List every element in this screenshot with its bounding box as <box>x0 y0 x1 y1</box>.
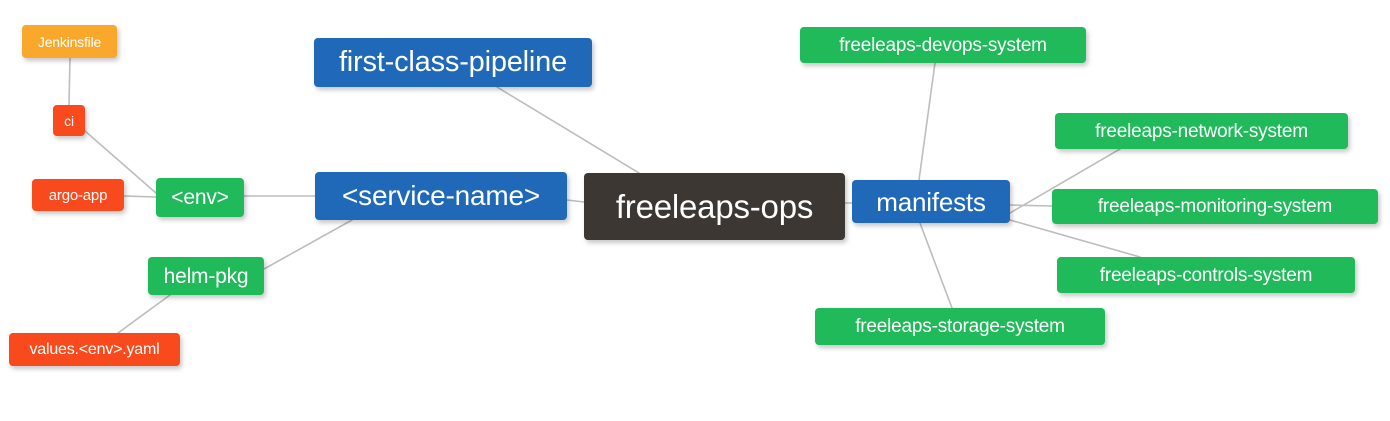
node-freeleaps-controls-system[interactable]: freeleaps-controls-system <box>1057 257 1355 293</box>
node-jenkinsfile[interactable]: Jenkinsfile <box>22 25 117 58</box>
node-first-class-pipeline[interactable]: first-class-pipeline <box>314 38 592 87</box>
node-helm-pkg[interactable]: helm-pkg <box>148 257 264 295</box>
edge-jenkinsfile-to-ci <box>68 57 71 106</box>
edge-manifests-to-freeleaps-monitoring-system <box>1009 204 1053 207</box>
node-freeleaps-network-system[interactable]: freeleaps-network-system <box>1055 113 1348 149</box>
node-manifests[interactable]: manifests <box>852 180 1010 223</box>
edge-manifests-to-freeleaps-storage-system <box>919 222 953 309</box>
node-service-name[interactable]: <service-name> <box>315 172 567 220</box>
node-argo-app[interactable]: argo-app <box>32 179 124 211</box>
node-freeleaps-monitoring-system[interactable]: freeleaps-monitoring-system <box>1052 189 1378 224</box>
edge-helm-pkg-to-service-name <box>263 219 353 270</box>
edge-first-class-pipeline-to-freeleaps-ops <box>496 86 640 174</box>
edge-argo-app-to-env <box>123 195 157 198</box>
node-freeleaps-ops[interactable]: freeleaps-ops <box>584 173 845 240</box>
edge-manifests-to-freeleaps-devops-system <box>918 62 936 181</box>
edge-manifests-to-freeleaps-controls-system <box>1009 219 1141 258</box>
node-freeleaps-devops-system[interactable]: freeleaps-devops-system <box>800 27 1086 63</box>
node-freeleaps-storage-system[interactable]: freeleaps-storage-system <box>815 308 1105 345</box>
node-env[interactable]: <env> <box>156 178 244 217</box>
edge-service-name-to-freeleaps-ops <box>566 199 585 203</box>
node-values-yaml[interactable]: values.<env>.yaml <box>9 333 180 366</box>
node-ci[interactable]: ci <box>53 105 85 136</box>
edge-values-yaml-to-helm-pkg <box>117 294 171 334</box>
